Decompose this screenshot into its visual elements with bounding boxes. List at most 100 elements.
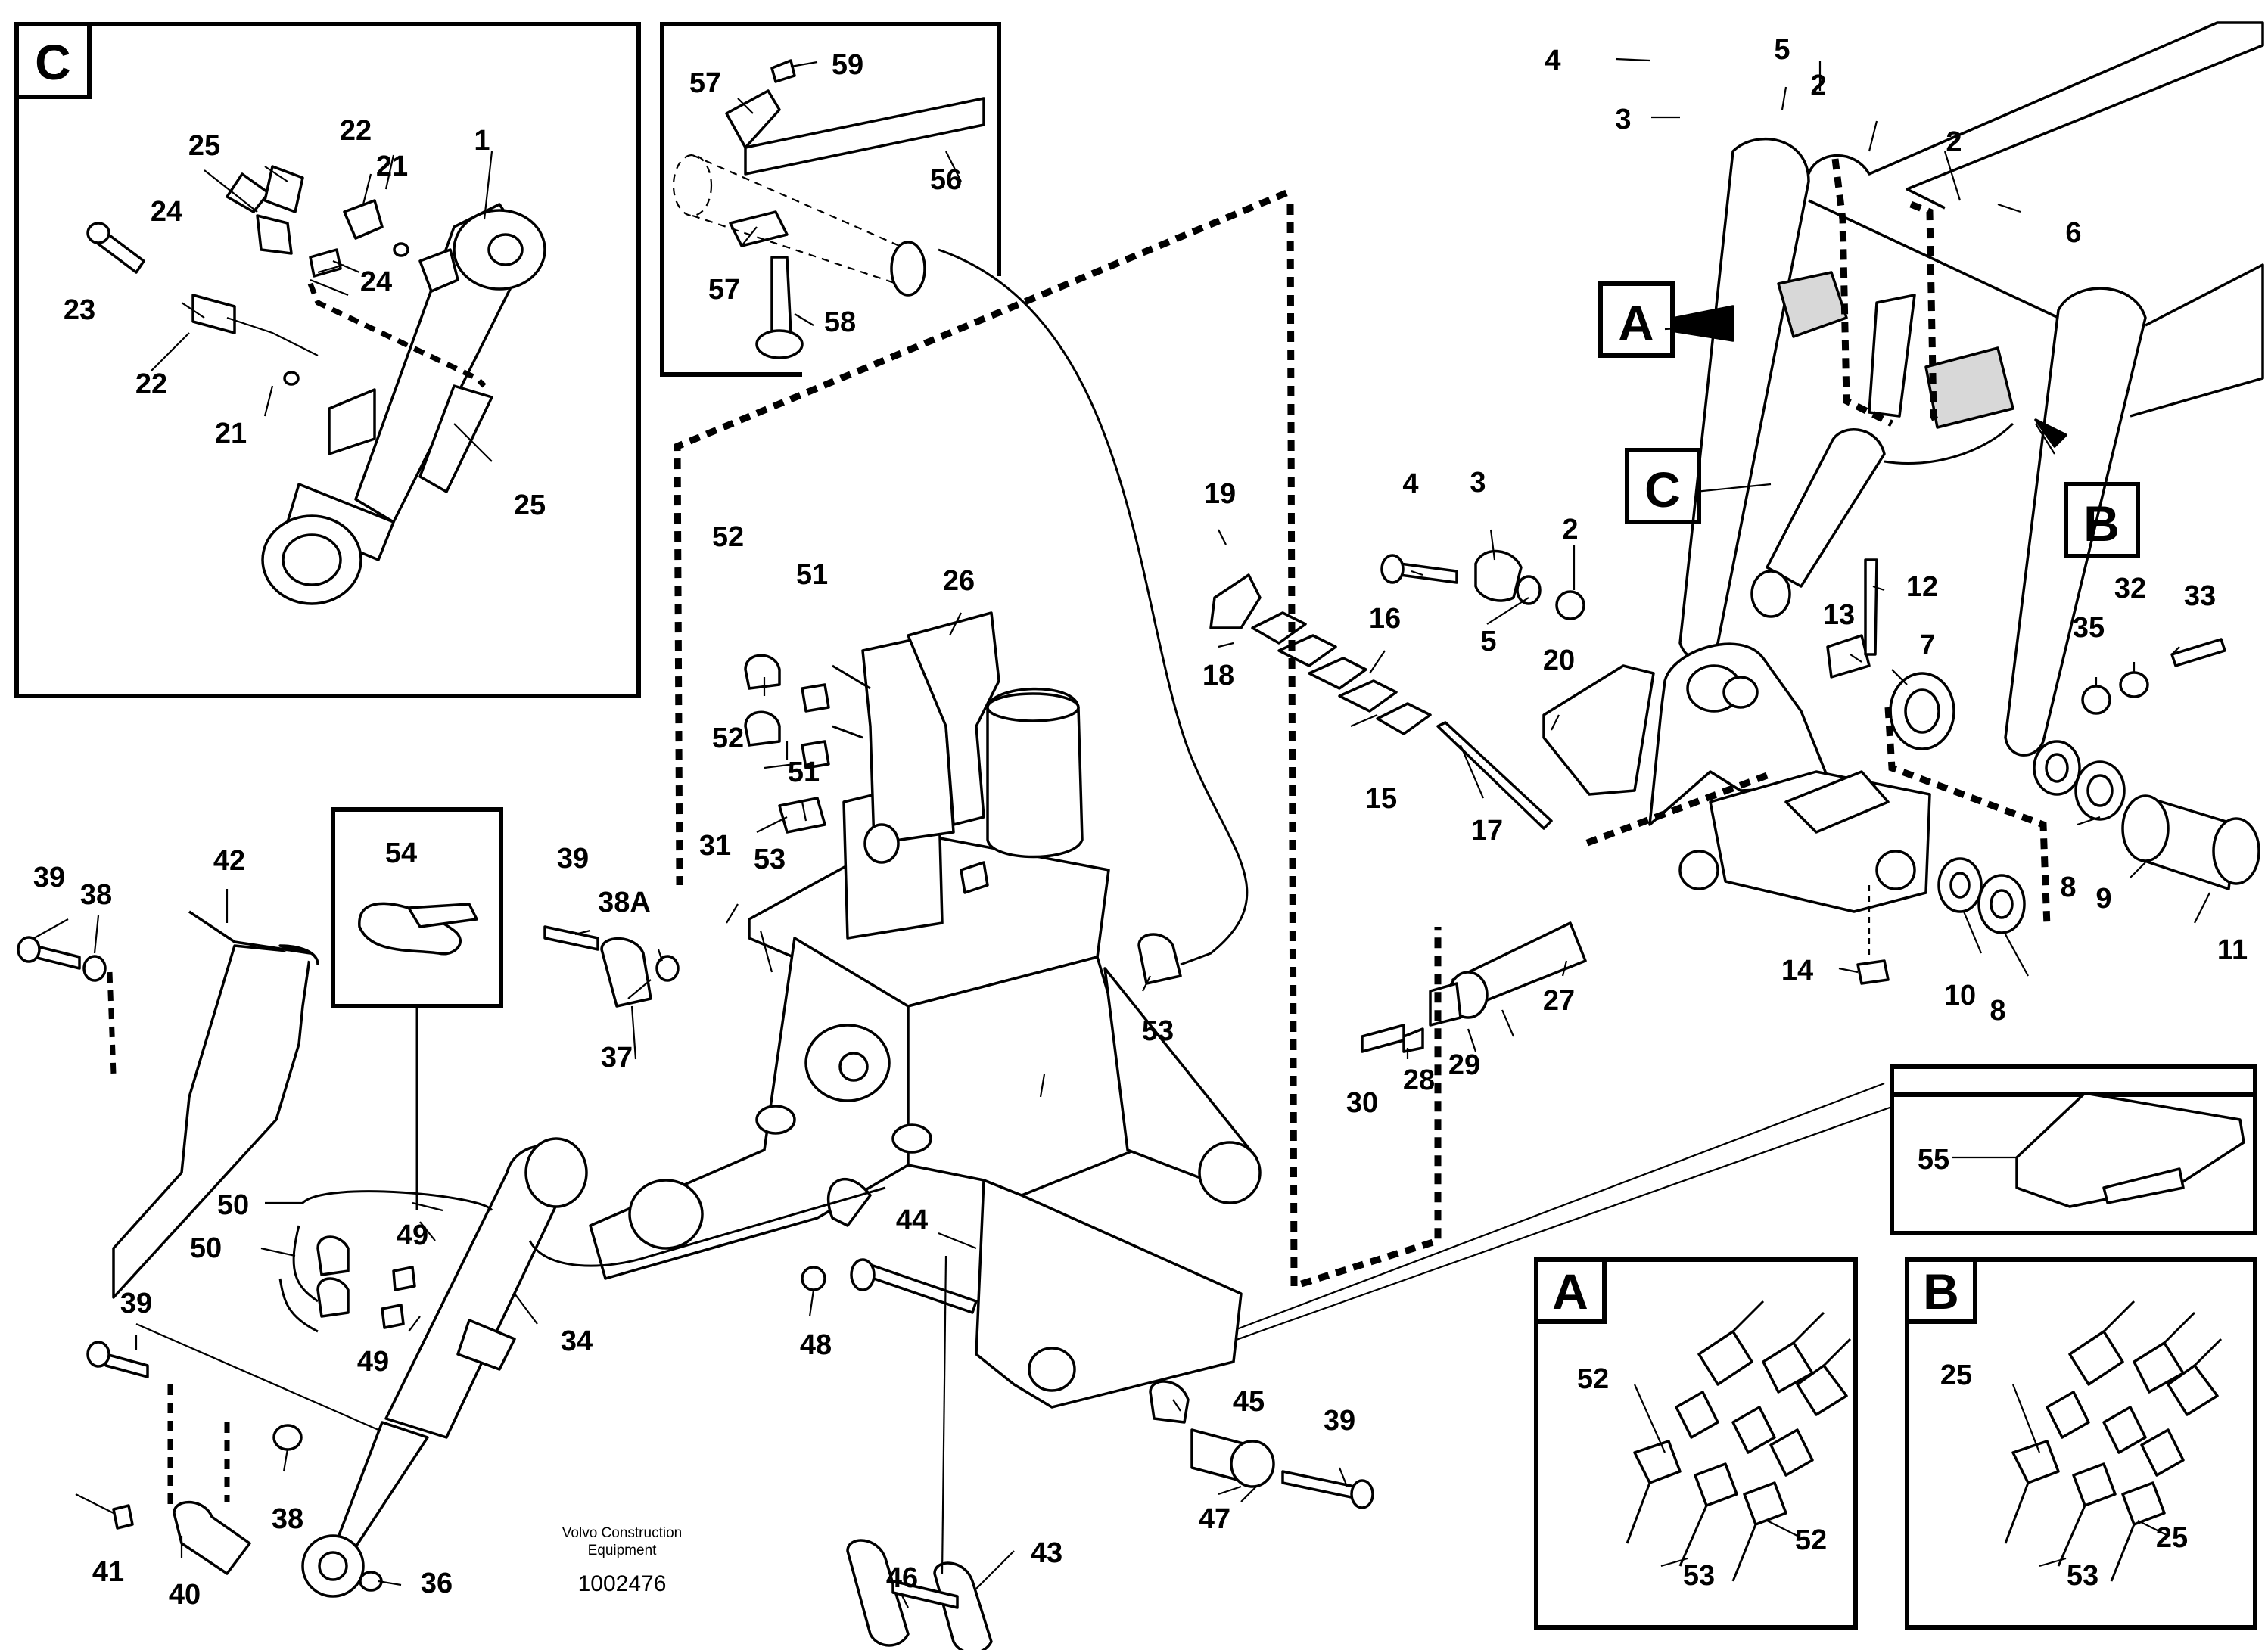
callout-38: 38 — [272, 1503, 303, 1535]
callout-42: 42 — [213, 845, 245, 877]
callout-25: 25 — [188, 130, 220, 162]
callout-52: 52 — [712, 521, 744, 553]
callout-4: 4 — [1545, 45, 1560, 76]
pin-assembly-middle — [1209, 204, 1587, 1291]
lower-center-hardware — [801, 1255, 1374, 1650]
callout-8: 8 — [1990, 995, 2005, 1027]
callout-29: 29 — [1448, 1049, 1480, 1081]
swing-frame — [589, 189, 1288, 1409]
callout-40: 40 — [169, 1579, 201, 1611]
callout-17: 17 — [1471, 815, 1503, 847]
callout-39: 39 — [120, 1288, 152, 1319]
callout-7: 7 — [1919, 629, 1935, 661]
leader-lines — [33, 57, 2210, 1608]
hydraulic-cylinder-detail — [261, 203, 546, 605]
callout-34: 34 — [561, 1325, 593, 1357]
detail-box-a-label: A — [1552, 1263, 1588, 1319]
callout-52: 52 — [1577, 1363, 1609, 1395]
callout-19: 19 — [1204, 478, 1236, 510]
callout-28: 28 — [1403, 1064, 1435, 1096]
callout-57: 57 — [708, 274, 740, 306]
callout-48: 48 — [800, 1329, 832, 1361]
callout-50: 50 — [217, 1189, 249, 1221]
document-number: 1002476 — [578, 1571, 667, 1596]
callout-43: 43 — [1031, 1537, 1062, 1569]
callout-25: 25 — [514, 489, 546, 521]
callout-52: 52 — [1795, 1524, 1827, 1556]
callout-18: 18 — [1202, 660, 1234, 691]
callout-55: 55 — [1918, 1144, 1949, 1176]
callout-16: 16 — [1369, 603, 1401, 635]
detail-box-b-label: B — [1923, 1263, 1959, 1319]
callout-50: 50 — [190, 1232, 222, 1264]
callout-47: 47 — [1199, 1503, 1230, 1535]
callout-11: 11 — [2217, 934, 2248, 966]
callout-8: 8 — [2060, 872, 2076, 903]
callout-44: 44 — [896, 1204, 928, 1236]
detail-box-cover — [1195, 1064, 2257, 1356]
callout-5: 5 — [1480, 626, 1496, 657]
main-view-detail-markers: A C B — [1598, 281, 2140, 558]
callout-10: 10 — [1944, 980, 1976, 1011]
callout-12: 12 — [1906, 571, 1938, 603]
detail-marker-c: C — [1644, 461, 1681, 517]
callout-21: 21 — [376, 151, 408, 182]
callout-9: 9 — [2095, 883, 2111, 915]
callout-51: 51 — [788, 757, 820, 788]
callout-36: 36 — [421, 1568, 453, 1599]
callout-52: 52 — [712, 722, 744, 754]
callout-3: 3 — [1615, 104, 1631, 135]
callout-58: 58 — [824, 306, 856, 338]
callout-24: 24 — [151, 196, 182, 228]
callout-51: 51 — [796, 559, 828, 591]
callout-39: 39 — [1324, 1405, 1355, 1437]
credit-line-2: Equipment — [588, 1543, 658, 1558]
callout-6: 6 — [2065, 217, 2081, 249]
callout-15: 15 — [1365, 783, 1397, 815]
callout-27: 27 — [1543, 985, 1575, 1017]
callout-24: 24 — [360, 266, 392, 298]
callout-45: 45 — [1233, 1386, 1265, 1418]
detail-marker-b: B — [2083, 496, 2120, 552]
callout-4: 4 — [1402, 468, 1418, 500]
pins-and-washers-right — [1856, 558, 2260, 985]
hose-fittings-a — [1626, 1300, 1852, 1582]
callout-57: 57 — [689, 67, 721, 99]
callout-41: 41 — [92, 1556, 124, 1588]
callout-25: 25 — [1940, 1359, 1972, 1391]
callout-54: 54 — [385, 837, 417, 869]
callout-46: 46 — [886, 1562, 918, 1594]
mounting-bracket — [1542, 634, 2051, 928]
callout-39: 39 — [33, 862, 65, 893]
callout-23: 23 — [64, 294, 95, 326]
detail-box-c-label: C — [35, 34, 71, 90]
callout-59: 59 — [832, 49, 863, 81]
lower-left-assembly — [17, 910, 886, 1598]
callout-21: 21 — [215, 418, 247, 449]
hose-fittings-b — [2004, 1300, 2223, 1582]
fittings-group-c — [86, 165, 493, 493]
detail-box-c: C — [14, 22, 641, 698]
detail-box-bracket — [660, 22, 1001, 377]
callout-53: 53 — [2067, 1560, 2098, 1592]
detail-marker-a: A — [1618, 295, 1654, 351]
callout-53: 53 — [754, 844, 786, 875]
callout-2: 2 — [1946, 126, 1962, 158]
callout-14: 14 — [1781, 955, 1813, 987]
callout-1: 1 — [474, 125, 490, 157]
callout-37: 37 — [601, 1042, 633, 1074]
callout-2: 2 — [1810, 70, 1826, 101]
callout-20: 20 — [1543, 645, 1575, 676]
callout-13: 13 — [1823, 599, 1855, 631]
callout-38: 38 — [80, 879, 112, 911]
callout-49: 49 — [397, 1220, 428, 1251]
callout-25: 25 — [2156, 1522, 2188, 1554]
callout-35: 35 — [2073, 612, 2105, 644]
detail-box-a: A — [1534, 1257, 1858, 1630]
callout-30: 30 — [1346, 1087, 1378, 1119]
callout-53: 53 — [1683, 1560, 1715, 1592]
callout-3: 3 — [1470, 467, 1486, 499]
callout-22: 22 — [340, 115, 372, 147]
boom-assembly — [1678, 21, 2264, 757]
